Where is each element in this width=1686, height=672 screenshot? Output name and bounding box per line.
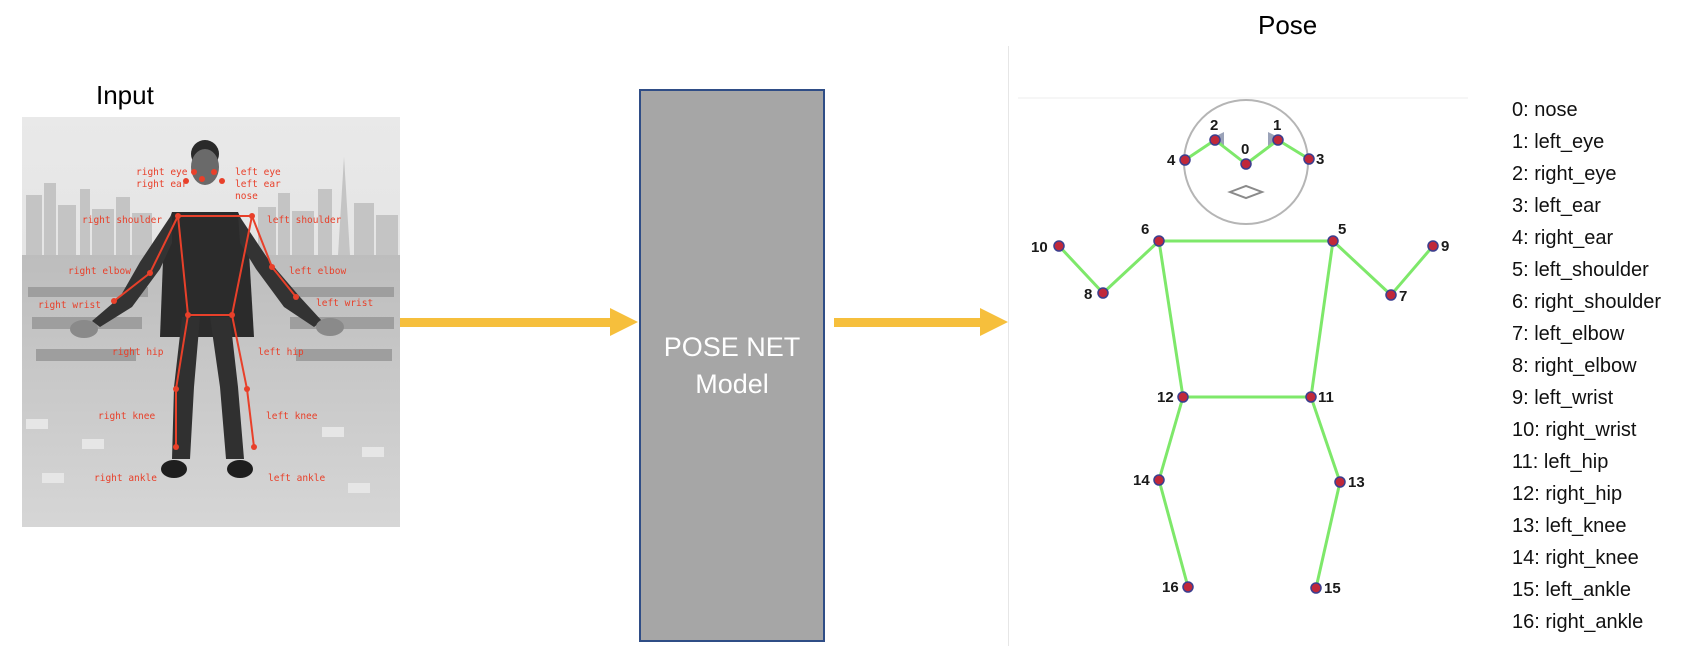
- photo-labels: right eye left eye right ear left ear no…: [38, 167, 373, 484]
- label-left-shoulder: left shoulder: [267, 215, 342, 226]
- keypoint-5: [1327, 235, 1339, 247]
- person-silhouette: [70, 140, 344, 478]
- mouth-icon: [1227, 184, 1265, 200]
- keypoint-number-7: 7: [1399, 288, 1407, 305]
- label-right-shoulder: right shoulder: [82, 215, 162, 226]
- pose-skeleton-diagram: 0 1 2 3 4 5 6 7 8 9 10 11 12 13 14 15 16: [1018, 97, 1468, 597]
- legend-item: 8: right_elbow: [1512, 355, 1637, 377]
- keypoint-16: [1182, 581, 1194, 593]
- keypoint-1: [1272, 134, 1284, 146]
- label-right-knee: right knee: [98, 411, 155, 422]
- keypoint-15: [1310, 582, 1322, 594]
- keypoint-6: [1153, 235, 1165, 247]
- keypoint-7: [1385, 289, 1397, 301]
- legend-item: 1: left_eye: [1512, 131, 1605, 153]
- label-left-elbow: left elbow: [289, 266, 346, 277]
- legend-item: 10: right_wrist: [1512, 419, 1637, 441]
- label-left-ear: left ear: [235, 179, 281, 190]
- legend-item: 13: left_knee: [1512, 515, 1627, 537]
- legend-item: 15: left_ankle: [1512, 579, 1631, 601]
- keypoint-number-4: 4: [1167, 152, 1176, 169]
- keypoint-number-3: 3: [1316, 151, 1324, 168]
- keypoint-11: [1305, 391, 1317, 403]
- input-title: Input: [96, 80, 154, 110]
- label-left-knee: left knee: [266, 411, 318, 422]
- floor-tiles: [26, 419, 384, 493]
- keypoint-12: [1177, 391, 1189, 403]
- model-label-line2: Model: [695, 368, 769, 399]
- keypoint-8: [1097, 287, 1109, 299]
- legend-item: 3: left_ear: [1512, 195, 1601, 217]
- keypoint-number-8: 8: [1084, 286, 1092, 303]
- keypoint-13: [1334, 476, 1346, 488]
- keypoint-9: [1427, 240, 1439, 252]
- keypoint-dots: [111, 169, 299, 450]
- label-left-wrist: left wrist: [316, 298, 373, 309]
- label-right-hip: right hip: [112, 347, 164, 358]
- legend-item: 14: right_knee: [1512, 547, 1639, 569]
- pose-title: Pose: [1258, 10, 1318, 40]
- city-skyline: [26, 157, 398, 255]
- label-left-ankle: left ankle: [268, 473, 325, 484]
- label-right-ankle: right ankle: [94, 473, 157, 484]
- keypoint-number-5: 5: [1338, 221, 1346, 238]
- keypoint-number-9: 9: [1441, 238, 1449, 255]
- label-left-eye: left eye: [235, 167, 281, 178]
- skeleton-lines: [1057, 138, 1435, 590]
- keypoint-legend: 0: nose 1: left_eye 2: right_eye 3: left…: [1512, 94, 1661, 638]
- model-label-line1: POSE NET: [663, 332, 801, 363]
- legend-item: 2: right_eye: [1512, 163, 1617, 185]
- keypoint-number-14: 14: [1133, 472, 1150, 489]
- label-right-eye: right eye: [136, 167, 188, 178]
- arrow-input-to-model: [400, 308, 638, 336]
- section-divider: [1008, 46, 1009, 646]
- keypoint-number-labels: 0 1 2 3 4 5 6 7 8 9 10 11 12 13 14 15 16: [1031, 117, 1449, 597]
- legend-item: 0: nose: [1512, 99, 1578, 121]
- pose-net-model-box: POSE NET Model: [639, 89, 825, 642]
- label-right-wrist: right wrist: [38, 300, 101, 311]
- input-photo: right eye left eye right ear left ear no…: [22, 117, 400, 527]
- keypoint-number-1: 1: [1273, 117, 1281, 134]
- keypoint-number-16: 16: [1162, 579, 1179, 596]
- keypoint-number-11: 11: [1318, 389, 1334, 406]
- keypoint-0: [1240, 158, 1252, 170]
- rooftop-benches: [28, 287, 394, 361]
- keypoint-number-2: 2: [1210, 117, 1218, 134]
- legend-item: 5: left_shoulder: [1512, 259, 1649, 281]
- legend-item: 7: left_elbow: [1512, 323, 1625, 345]
- legend-item: 6: right_shoulder: [1512, 291, 1661, 313]
- keypoint-number-15: 15: [1324, 580, 1341, 597]
- keypoint-10: [1053, 240, 1065, 252]
- label-nose: nose: [235, 191, 258, 202]
- legend-item: 4: right_ear: [1512, 227, 1614, 249]
- legend-item: 9: left_wrist: [1512, 387, 1614, 409]
- keypoint-number-10: 10: [1031, 239, 1048, 256]
- keypoints: [1053, 134, 1439, 594]
- keypoint-2: [1209, 134, 1221, 146]
- keypoint-4: [1179, 154, 1191, 166]
- label-left-hip: left hip: [258, 347, 304, 358]
- keypoint-number-12: 12: [1157, 389, 1174, 406]
- keypoint-14: [1153, 474, 1165, 486]
- keypoint-3: [1303, 153, 1315, 165]
- arrow-model-to-pose: [834, 308, 1008, 336]
- keypoint-number-0: 0: [1241, 141, 1249, 158]
- keypoint-number-13: 13: [1348, 474, 1365, 491]
- label-right-elbow: right elbow: [68, 266, 131, 277]
- legend-item: 16: right_ankle: [1512, 611, 1644, 633]
- legend-item: 12: right_hip: [1512, 483, 1623, 505]
- keypoint-number-6: 6: [1141, 221, 1149, 238]
- legend-item: 11: left_hip: [1512, 451, 1609, 473]
- label-right-ear: right ear: [136, 179, 188, 190]
